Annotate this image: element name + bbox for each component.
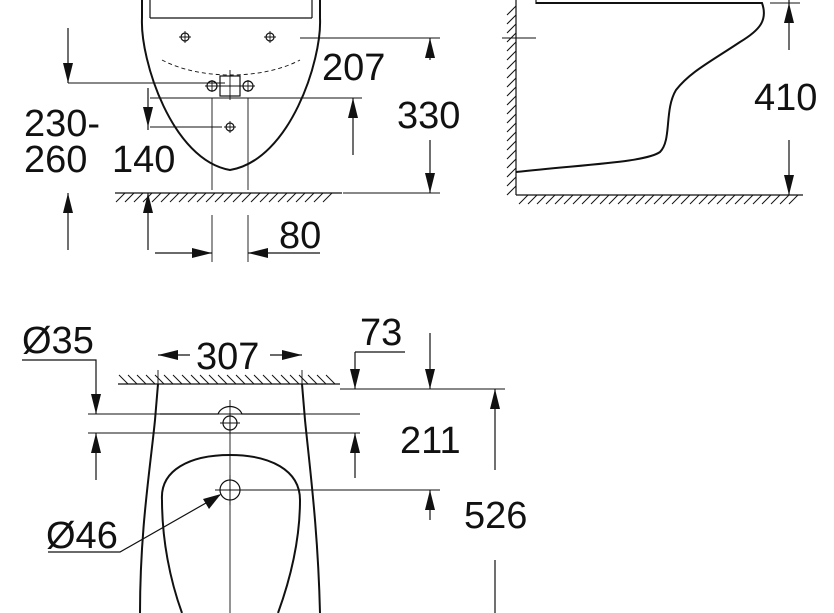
front-view-mount-hole-right bbox=[264, 31, 276, 43]
plan-view-bowl-inner bbox=[160, 453, 302, 613]
front-view-body-outline bbox=[140, 0, 322, 172]
dim-410-line bbox=[784, 0, 794, 195]
dim-80-line bbox=[155, 215, 320, 262]
dim-211-line bbox=[350, 433, 360, 478]
front-view: 207 330 230- 260 140 80 bbox=[24, 0, 460, 262]
dim-307-line bbox=[158, 350, 302, 360]
dim-73-line bbox=[350, 333, 435, 389]
dim-230-260-line bbox=[63, 28, 73, 250]
dim-diam35-label: Ø35 bbox=[22, 320, 94, 362]
side-view-bowl-profile bbox=[515, 2, 765, 173]
plan-view: Ø35 307 73 211 526 Ø46 bbox=[22, 312, 527, 613]
plan-view-ext-lines bbox=[88, 370, 505, 491]
front-view-inlet-holes bbox=[205, 70, 255, 100]
front-view-seat-line bbox=[161, 59, 301, 76]
dim-330-label: 330 bbox=[397, 95, 460, 137]
dim-230-260-label-line2: 260 bbox=[24, 139, 87, 181]
side-view-floor-hatch bbox=[518, 194, 799, 205]
front-view-mount-hole-left bbox=[179, 31, 191, 43]
side-view: 410 bbox=[502, 0, 817, 205]
front-view-ext-lines bbox=[68, 37, 440, 194]
dim-140-line bbox=[143, 88, 153, 250]
dim-diam46-leader bbox=[48, 494, 221, 553]
dim-526-label: 526 bbox=[464, 495, 527, 537]
side-view-wall-hatch bbox=[506, 5, 517, 196]
plan-view-bowl-outline bbox=[139, 383, 321, 613]
dim-207-label: 207 bbox=[322, 47, 385, 89]
dim-330-line bbox=[425, 38, 435, 193]
front-view-body-inner bbox=[149, 0, 313, 18]
dim-307-label: 307 bbox=[196, 336, 259, 378]
dim-73-label: 73 bbox=[360, 312, 402, 354]
dim-207-line bbox=[348, 98, 358, 155]
plan-view-wall-hatch bbox=[118, 374, 336, 385]
dim-526-line bbox=[425, 389, 500, 613]
dim-diam46-label: Ø46 bbox=[46, 515, 118, 557]
dim-diam35-leader bbox=[22, 359, 101, 480]
front-view-drain-hole bbox=[224, 121, 236, 133]
dim-80-label: 80 bbox=[279, 215, 321, 257]
dim-140-label: 140 bbox=[112, 139, 175, 181]
dim-410-label: 410 bbox=[754, 77, 817, 119]
dim-230-260-label-line1: 230- bbox=[24, 103, 100, 145]
front-view-floor-hatch bbox=[115, 192, 333, 203]
dim-211-label: 211 bbox=[400, 420, 461, 462]
